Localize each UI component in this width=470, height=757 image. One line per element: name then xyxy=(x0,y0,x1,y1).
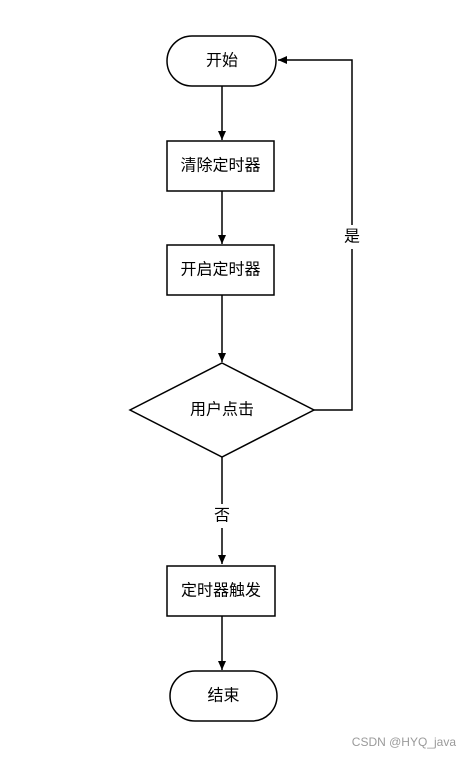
no-label-bg xyxy=(211,504,233,528)
start-timer-node: 开启定时器 xyxy=(166,244,275,296)
start-timer-label: 开启定时器 xyxy=(180,260,260,279)
arrow-yes-loop xyxy=(278,56,353,411)
timer-trigger-node: 定时器触发 xyxy=(166,565,276,617)
watermark: CSDN @HYQ_java xyxy=(351,735,456,749)
end-label: 结束 xyxy=(207,686,239,705)
clear-timer-node: 清除定时器 xyxy=(166,140,275,192)
clear-timer-label: 清除定时器 xyxy=(180,156,260,175)
yes-label: 是 xyxy=(344,227,360,246)
start-node: 开始 xyxy=(166,35,277,87)
decision-label: 用户点击 xyxy=(190,400,254,419)
decision-node: 用户点击 xyxy=(128,362,316,458)
yes-label-bg xyxy=(341,225,363,249)
end-node: 结束 xyxy=(169,670,278,722)
no-label: 否 xyxy=(214,506,230,525)
start-label: 开始 xyxy=(206,51,238,70)
timer-trigger-label: 定时器触发 xyxy=(181,581,261,600)
